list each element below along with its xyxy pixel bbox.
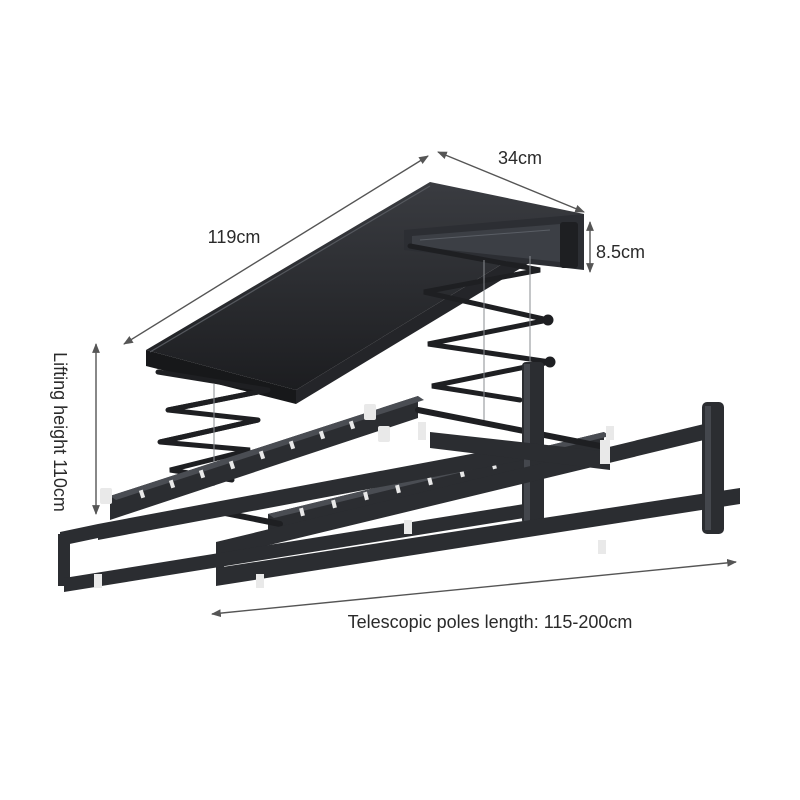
left-scissor-arm: [155, 369, 271, 483]
height-label: 8.5cm: [596, 242, 645, 262]
rack-illustration: [58, 182, 740, 592]
dimension-lines: [92, 151, 737, 618]
lift-label: Lifting height 110cm: [50, 352, 70, 512]
width-label: 34cm: [498, 148, 542, 168]
width-dimension-line: [437, 151, 585, 213]
length-label: 119cm: [208, 227, 261, 247]
right-scissor-arm: [407, 243, 556, 403]
ceiling-housing: [146, 182, 584, 404]
frame-connector: [430, 432, 610, 470]
length-dimension-line: [123, 155, 429, 345]
poles-label: Telescopic poles length: 115-200cm: [348, 612, 633, 632]
poles-dimension-line: [211, 558, 737, 618]
telescopic-frame-front: [58, 404, 524, 592]
